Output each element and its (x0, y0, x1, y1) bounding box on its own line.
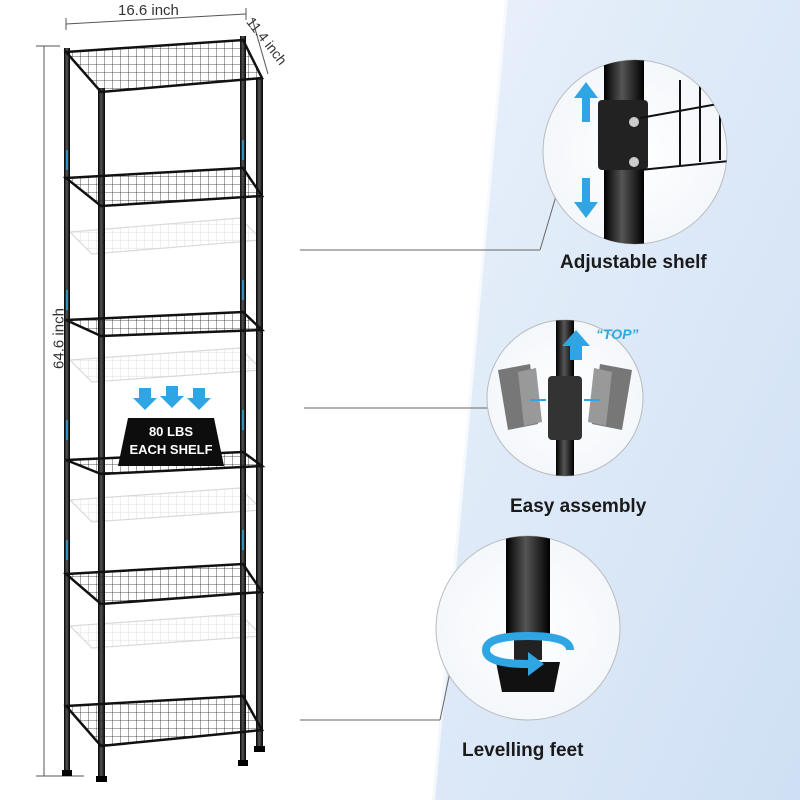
detail-circle-assembly (486, 319, 644, 477)
shelf-rack (62, 36, 266, 782)
feature-label-levelling-feet: Levelling feet (462, 740, 584, 761)
rotate-arrow-icon (482, 631, 574, 676)
ghost-shelves (68, 217, 264, 649)
load-capacity-badge: 80 LBS EACH SHELF (116, 418, 226, 464)
width-dimension: 16.6 inch (118, 2, 179, 19)
load-arrows-icon (133, 386, 211, 410)
top-callout: “TOP” (596, 326, 639, 342)
detail-circle-adjustable (542, 59, 728, 245)
connector-lines (300, 195, 557, 721)
height-dimension: 64.6 inch (50, 308, 68, 369)
up-down-arrows-icon (574, 82, 598, 218)
load-capacity-line2: EACH SHELF (129, 442, 213, 457)
load-badge-shape (118, 418, 224, 466)
feature-label-adjustable-shelf: Adjustable shelf (560, 252, 707, 273)
feature-label-easy-assembly: Easy assembly (510, 496, 647, 517)
dimension-lines (36, 8, 269, 777)
detail-circle-feet (435, 535, 621, 721)
top-arrow-icon (562, 330, 590, 360)
load-capacity-line1: 80 LBS (148, 424, 194, 439)
